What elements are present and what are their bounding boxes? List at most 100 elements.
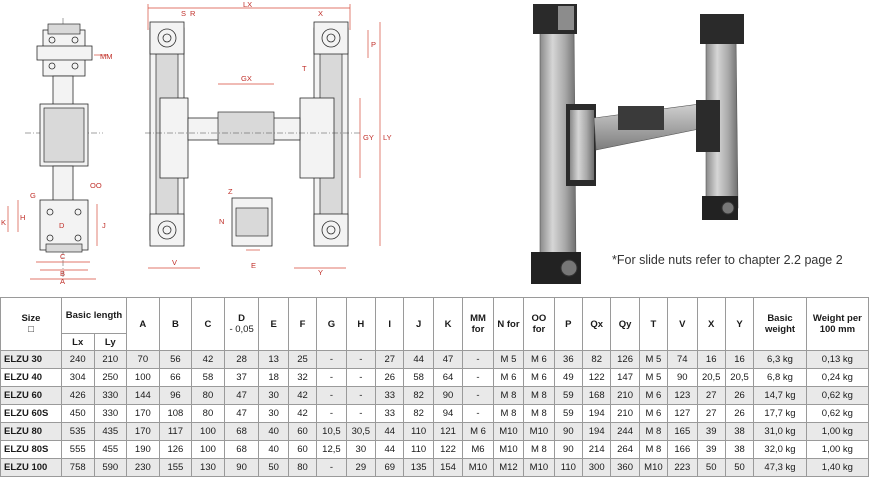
table-cell: 110 bbox=[553, 458, 584, 477]
table-cell: 59 bbox=[553, 404, 584, 423]
table-cell: 100 bbox=[191, 422, 225, 441]
table-cell: 0,13 kg bbox=[805, 350, 869, 369]
header-a: A bbox=[126, 297, 160, 351]
table-cell: M 5 bbox=[638, 350, 669, 369]
table-cell: 264 bbox=[610, 440, 640, 459]
header-qy: Qy bbox=[610, 297, 640, 351]
table-cell: - bbox=[462, 386, 494, 405]
label-b: B bbox=[60, 269, 65, 278]
table-cell: 6,8 kg bbox=[753, 368, 807, 387]
table-cell: 44 bbox=[375, 440, 405, 459]
table-cell: 82 bbox=[403, 386, 434, 405]
label-p: P bbox=[371, 40, 376, 49]
table-cell: 13 bbox=[258, 350, 289, 369]
table-cell: 1,00 kg bbox=[805, 440, 869, 459]
label-ly: LY bbox=[383, 133, 392, 142]
label-x: X bbox=[318, 9, 323, 18]
table-cell: M12 bbox=[492, 458, 525, 477]
table-cell: 64 bbox=[432, 368, 464, 387]
table-cell: 165 bbox=[667, 422, 698, 441]
table-cell: 38 bbox=[724, 422, 755, 441]
header-mm: MM for bbox=[462, 297, 494, 351]
table-cell: M 6 bbox=[462, 422, 494, 441]
row-size-label: ELZU 100 bbox=[0, 458, 62, 477]
table-cell: 194 bbox=[582, 404, 612, 423]
table-cell: 455 bbox=[93, 440, 128, 459]
table-cell: 121 bbox=[432, 422, 464, 441]
table-cell: 58 bbox=[403, 368, 434, 387]
drawing-svg: MM OO G A B C D K H J LX S R X bbox=[1, 0, 744, 286]
table-cell: 12,5 bbox=[316, 440, 347, 459]
table-cell: 38 bbox=[724, 440, 755, 459]
header-c: C bbox=[191, 297, 225, 351]
label-gy: GY bbox=[363, 133, 374, 142]
table-cell: 28 bbox=[223, 350, 260, 369]
table-cell: 0,62 kg bbox=[805, 404, 869, 423]
table-cell: 82 bbox=[403, 404, 434, 423]
table-cell: M 6 bbox=[523, 368, 555, 387]
header-x: X bbox=[696, 297, 726, 351]
table-cell: 31,0 kg bbox=[753, 422, 807, 441]
table-cell: M 6 bbox=[638, 404, 669, 423]
slide-nut-footnote: *For slide nuts refer to chapter 2.2 pag… bbox=[612, 253, 843, 267]
table-cell: 110 bbox=[403, 422, 434, 441]
table-cell: 168 bbox=[582, 386, 612, 405]
table-cell: 214 bbox=[582, 440, 612, 459]
table-cell: 450 bbox=[60, 404, 95, 423]
header-h: H bbox=[345, 297, 377, 351]
table-cell: 90 bbox=[223, 458, 260, 477]
table-cell: M10 bbox=[492, 422, 525, 441]
table-cell: - bbox=[316, 368, 347, 387]
table-cell: 60 bbox=[287, 422, 318, 441]
table-cell: 147 bbox=[610, 368, 640, 387]
label-t: T bbox=[302, 64, 307, 73]
table-cell: 758 bbox=[60, 458, 95, 477]
technical-drawings: MM OO G A B C D K H J LX S R X bbox=[1, 0, 744, 286]
table-cell: - bbox=[462, 368, 494, 387]
table-cell: 170 bbox=[126, 422, 160, 441]
table-cell: M 8 bbox=[523, 386, 555, 405]
table-cell: M6 bbox=[462, 440, 494, 459]
table-cell: 42 bbox=[287, 404, 318, 423]
table-cell: 94 bbox=[432, 404, 464, 423]
table-cell: 240 bbox=[60, 350, 95, 369]
table-cell: 66 bbox=[158, 368, 193, 387]
table-cell: 360 bbox=[610, 458, 640, 477]
label-mm: MM bbox=[100, 52, 113, 61]
table-cell: 127 bbox=[667, 404, 698, 423]
table-cell: 40 bbox=[258, 440, 289, 459]
table-cell: M10 bbox=[523, 458, 555, 477]
table-cell: M10 bbox=[492, 440, 525, 459]
table-cell: 90 bbox=[553, 440, 584, 459]
header-size: Size □ bbox=[0, 297, 62, 351]
table-cell: 194 bbox=[582, 422, 612, 441]
table-cell: - bbox=[345, 368, 377, 387]
table-cell: 1,00 kg bbox=[805, 422, 869, 441]
row-size-label: ELZU 60S bbox=[0, 404, 62, 423]
table-cell: - bbox=[345, 386, 377, 405]
row-size-label: ELZU 40 bbox=[0, 368, 62, 387]
label-y: Y bbox=[318, 268, 323, 277]
table-cell: 96 bbox=[158, 386, 193, 405]
header-qx: Qx bbox=[582, 297, 612, 351]
header-d: D - 0,05 bbox=[223, 297, 260, 351]
table-cell: M10 bbox=[638, 458, 669, 477]
table-cell: 18 bbox=[258, 368, 289, 387]
header-weight-per-100mm: Weight per 100 mm bbox=[805, 297, 869, 351]
product-photo bbox=[531, 4, 744, 284]
label-r: R bbox=[190, 9, 196, 18]
table-cell: 122 bbox=[432, 440, 464, 459]
table-cell: 74 bbox=[667, 350, 698, 369]
table-cell: 26 bbox=[724, 404, 755, 423]
header-oo: OO for bbox=[523, 297, 555, 351]
table-cell: 69 bbox=[375, 458, 405, 477]
table-cell: 33 bbox=[375, 386, 405, 405]
table-cell: 100 bbox=[191, 440, 225, 459]
table-cell: 80 bbox=[191, 386, 225, 405]
table-cell: 126 bbox=[610, 350, 640, 369]
table-cell: 68 bbox=[223, 422, 260, 441]
table-cell: 30 bbox=[258, 404, 289, 423]
